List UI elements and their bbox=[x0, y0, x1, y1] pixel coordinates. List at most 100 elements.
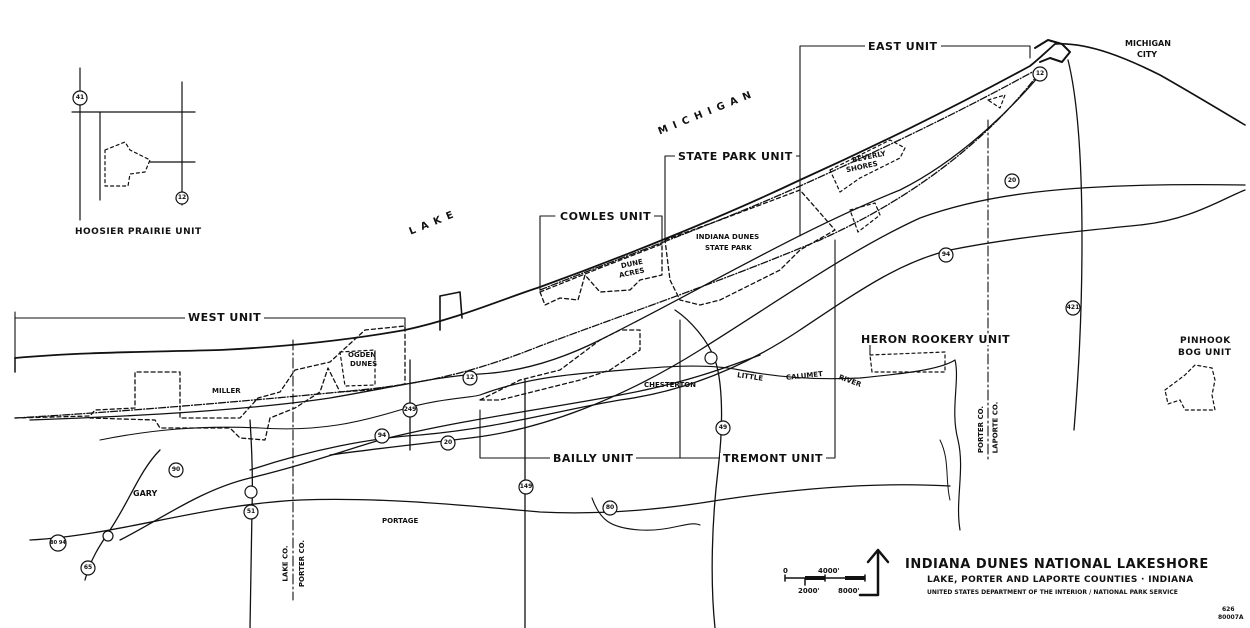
label-portage: PORTAGE bbox=[382, 517, 419, 525]
beverly-shores-boundary bbox=[829, 139, 906, 193]
route-12-hoosier: 12 bbox=[177, 194, 187, 201]
route-12-east: 12 bbox=[1035, 70, 1045, 77]
label-tremont-unit: TREMONT UNIT bbox=[720, 453, 827, 464]
shield-80-outline bbox=[602, 500, 618, 516]
shield-149-outline bbox=[518, 479, 534, 495]
pinhook-boundary bbox=[1164, 364, 1216, 411]
scale-bar-fill-2 bbox=[845, 576, 865, 580]
label-dunes-state-park-1: INDIANA DUNES bbox=[696, 233, 760, 241]
route-20-east: 20 bbox=[1007, 177, 1017, 184]
label-michigan-city-1: MICHIGAN bbox=[1125, 39, 1171, 48]
shield-12-e-outline bbox=[1032, 66, 1048, 82]
label-laporte-co: LAPORTE CO. bbox=[991, 401, 1000, 454]
interchange-49 bbox=[704, 351, 718, 365]
little-calumet-river bbox=[479, 359, 962, 531]
sr-51 bbox=[249, 419, 254, 628]
interchange-65 bbox=[102, 530, 114, 542]
route-249: 249 bbox=[403, 406, 417, 413]
heron-rookery-boundary bbox=[869, 351, 946, 373]
shield-49-outline bbox=[715, 420, 731, 436]
north-arrow-shaft bbox=[858, 550, 880, 597]
label-pinhook-2: BOG UNIT bbox=[1175, 349, 1235, 358]
label-porter-co-west: PORTER CO. bbox=[298, 539, 307, 588]
river-branch-west bbox=[99, 394, 481, 441]
cowles-bracket bbox=[539, 215, 663, 291]
us-421 bbox=[1067, 59, 1083, 431]
scale-bar-fill bbox=[805, 576, 825, 580]
label-michigan-city-2: CITY bbox=[1137, 50, 1158, 59]
map-agency: UNITED STATES DEPARTMENT OF THE INTERIOR… bbox=[927, 589, 1178, 596]
map-id-2: 80007A bbox=[1218, 614, 1244, 621]
creek-east bbox=[939, 439, 951, 501]
shield-12-c-outline bbox=[462, 370, 478, 386]
shield-12-hp-outline bbox=[175, 191, 189, 205]
label-chesterton: CHESTERTON bbox=[644, 381, 697, 389]
map-subtitle: LAKE, PORTER AND LAPORTE COUNTIES · INDI… bbox=[927, 575, 1194, 585]
bailly-bracket bbox=[479, 319, 681, 459]
burns-harbor bbox=[439, 291, 463, 319]
i-90 bbox=[119, 354, 761, 541]
west-unit-bracket bbox=[14, 311, 406, 359]
route-20-central: 20 bbox=[443, 439, 453, 446]
michigan-city-shore bbox=[1054, 43, 1246, 126]
label-heron-rookery-unit: HERON ROOKERY UNIT bbox=[858, 334, 1014, 345]
east-unit-bracket bbox=[799, 45, 1031, 237]
label-cowles-unit: COWLES UNIT bbox=[557, 211, 655, 222]
label-pinhook-1: PINHOOK bbox=[1177, 337, 1234, 346]
label-ogden-dunes-1: OGDEN bbox=[348, 351, 377, 359]
i-65 bbox=[84, 449, 161, 581]
route-49: 49 bbox=[718, 424, 728, 431]
label-west-unit: WEST UNIT bbox=[185, 312, 265, 323]
shield-20-e-outline bbox=[1004, 173, 1020, 189]
route-51: 51 bbox=[246, 508, 256, 515]
shield-20-c-outline bbox=[440, 435, 456, 451]
route-80: 80 bbox=[605, 504, 615, 511]
us-12 bbox=[29, 74, 1041, 421]
route-41: 41 bbox=[75, 94, 85, 101]
label-bailly-unit: BAILLY UNIT bbox=[550, 453, 637, 464]
hoosier-boundary bbox=[104, 141, 151, 187]
south-shore-line bbox=[14, 71, 1041, 419]
route-90: 90 bbox=[171, 466, 181, 473]
route-80-94: 80 94 bbox=[50, 540, 66, 546]
shield-94-e-outline bbox=[938, 247, 954, 263]
label-gary: GARY bbox=[133, 489, 158, 498]
route-65: 65 bbox=[83, 564, 93, 571]
route-12-central: 12 bbox=[465, 374, 475, 381]
salt-creek bbox=[591, 497, 701, 531]
east-strip-boundary bbox=[987, 94, 1006, 109]
route-94-east: 94 bbox=[941, 251, 951, 258]
interchange-51 bbox=[244, 485, 258, 499]
tremont-bracket bbox=[679, 239, 836, 459]
shield-421-outline bbox=[1065, 300, 1081, 316]
scale-label-8000: 8000' bbox=[838, 587, 860, 595]
route-94-west: 94 bbox=[377, 432, 387, 439]
shield-41-outline bbox=[72, 90, 88, 106]
shield-249-outline bbox=[402, 402, 418, 418]
label-east-unit: EAST UNIT bbox=[865, 41, 941, 52]
i-94 bbox=[249, 189, 1246, 471]
label-porter-co-east: PORTER CO. bbox=[977, 405, 986, 454]
scale-label-2000: 2000' bbox=[798, 587, 820, 595]
east-parcel-boundary bbox=[849, 202, 881, 233]
label-dunes-state-park-2: STATE PARK bbox=[705, 244, 752, 252]
label-lake-co: LAKE CO. bbox=[281, 545, 290, 582]
map-id-1: 626 bbox=[1222, 606, 1235, 613]
scale-label-4000: 4000' bbox=[818, 567, 840, 575]
cowles-unit-boundary bbox=[539, 243, 663, 306]
scale-label-0: 0 bbox=[783, 567, 788, 575]
shield-8094-outline bbox=[49, 534, 67, 552]
label-ogden-dunes-2: DUNES bbox=[350, 360, 378, 368]
i-80-94 bbox=[29, 484, 951, 541]
label-hoosier-prairie-unit: HOOSIER PRAIRIE UNIT bbox=[72, 228, 205, 237]
label-miller: MILLER bbox=[212, 387, 241, 395]
ogden-dunes-boundary bbox=[339, 349, 376, 387]
map-title: INDIANA DUNES NATIONAL LAKESHORE bbox=[905, 557, 1209, 572]
route-149: 149 bbox=[519, 483, 533, 490]
label-state-park-unit: STATE PARK UNIT bbox=[675, 151, 796, 162]
shoreline bbox=[14, 43, 1056, 359]
shield-90-outline bbox=[168, 462, 184, 478]
shield-51-outline bbox=[243, 504, 259, 520]
